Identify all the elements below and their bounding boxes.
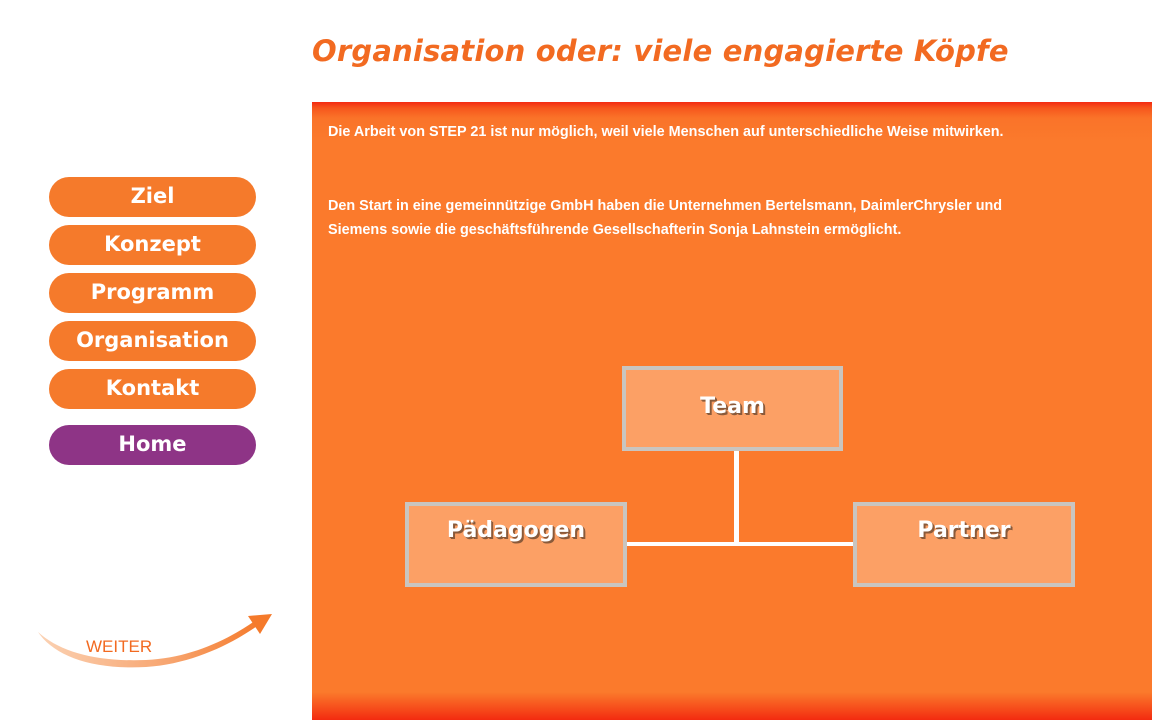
- connector-vertical: [734, 449, 739, 545]
- org-box-paedagogen: Pädagogen: [405, 502, 627, 587]
- nav-button-konzept[interactable]: Konzept: [49, 225, 256, 265]
- nav-button-kontakt[interactable]: Kontakt: [49, 369, 256, 409]
- nav-button-organisation[interactable]: Organisation: [49, 321, 256, 361]
- content-panel: Die Arbeit von STEP 21 ist nur möglich, …: [312, 102, 1152, 720]
- next-link-label: WEITER: [86, 637, 153, 656]
- nav-button-programm[interactable]: Programm: [49, 273, 256, 313]
- org-box-partner-label: Partner: [917, 518, 1011, 543]
- swoosh-arrow-icon: [38, 614, 272, 668]
- connector-horizontal: [625, 542, 855, 546]
- org-box-team: Team: [622, 366, 843, 451]
- next-link[interactable]: WEITER: [34, 612, 274, 674]
- page-title: Organisation oder: viele engagierte Köpf…: [312, 34, 1009, 68]
- intro-paragraph: Die Arbeit von STEP 21 ist nur möglich, …: [328, 124, 1004, 140]
- org-box-paedagogen-label: Pädagogen: [446, 518, 586, 543]
- founders-paragraph: Den Start in eine gemeinnützige GmbH hab…: [328, 198, 1003, 238]
- nav-button-home[interactable]: Home: [49, 425, 256, 465]
- org-box-partner: Partner: [853, 502, 1075, 587]
- org-box-team-label: Team: [700, 394, 765, 419]
- nav-button-ziel[interactable]: Ziel: [49, 177, 256, 217]
